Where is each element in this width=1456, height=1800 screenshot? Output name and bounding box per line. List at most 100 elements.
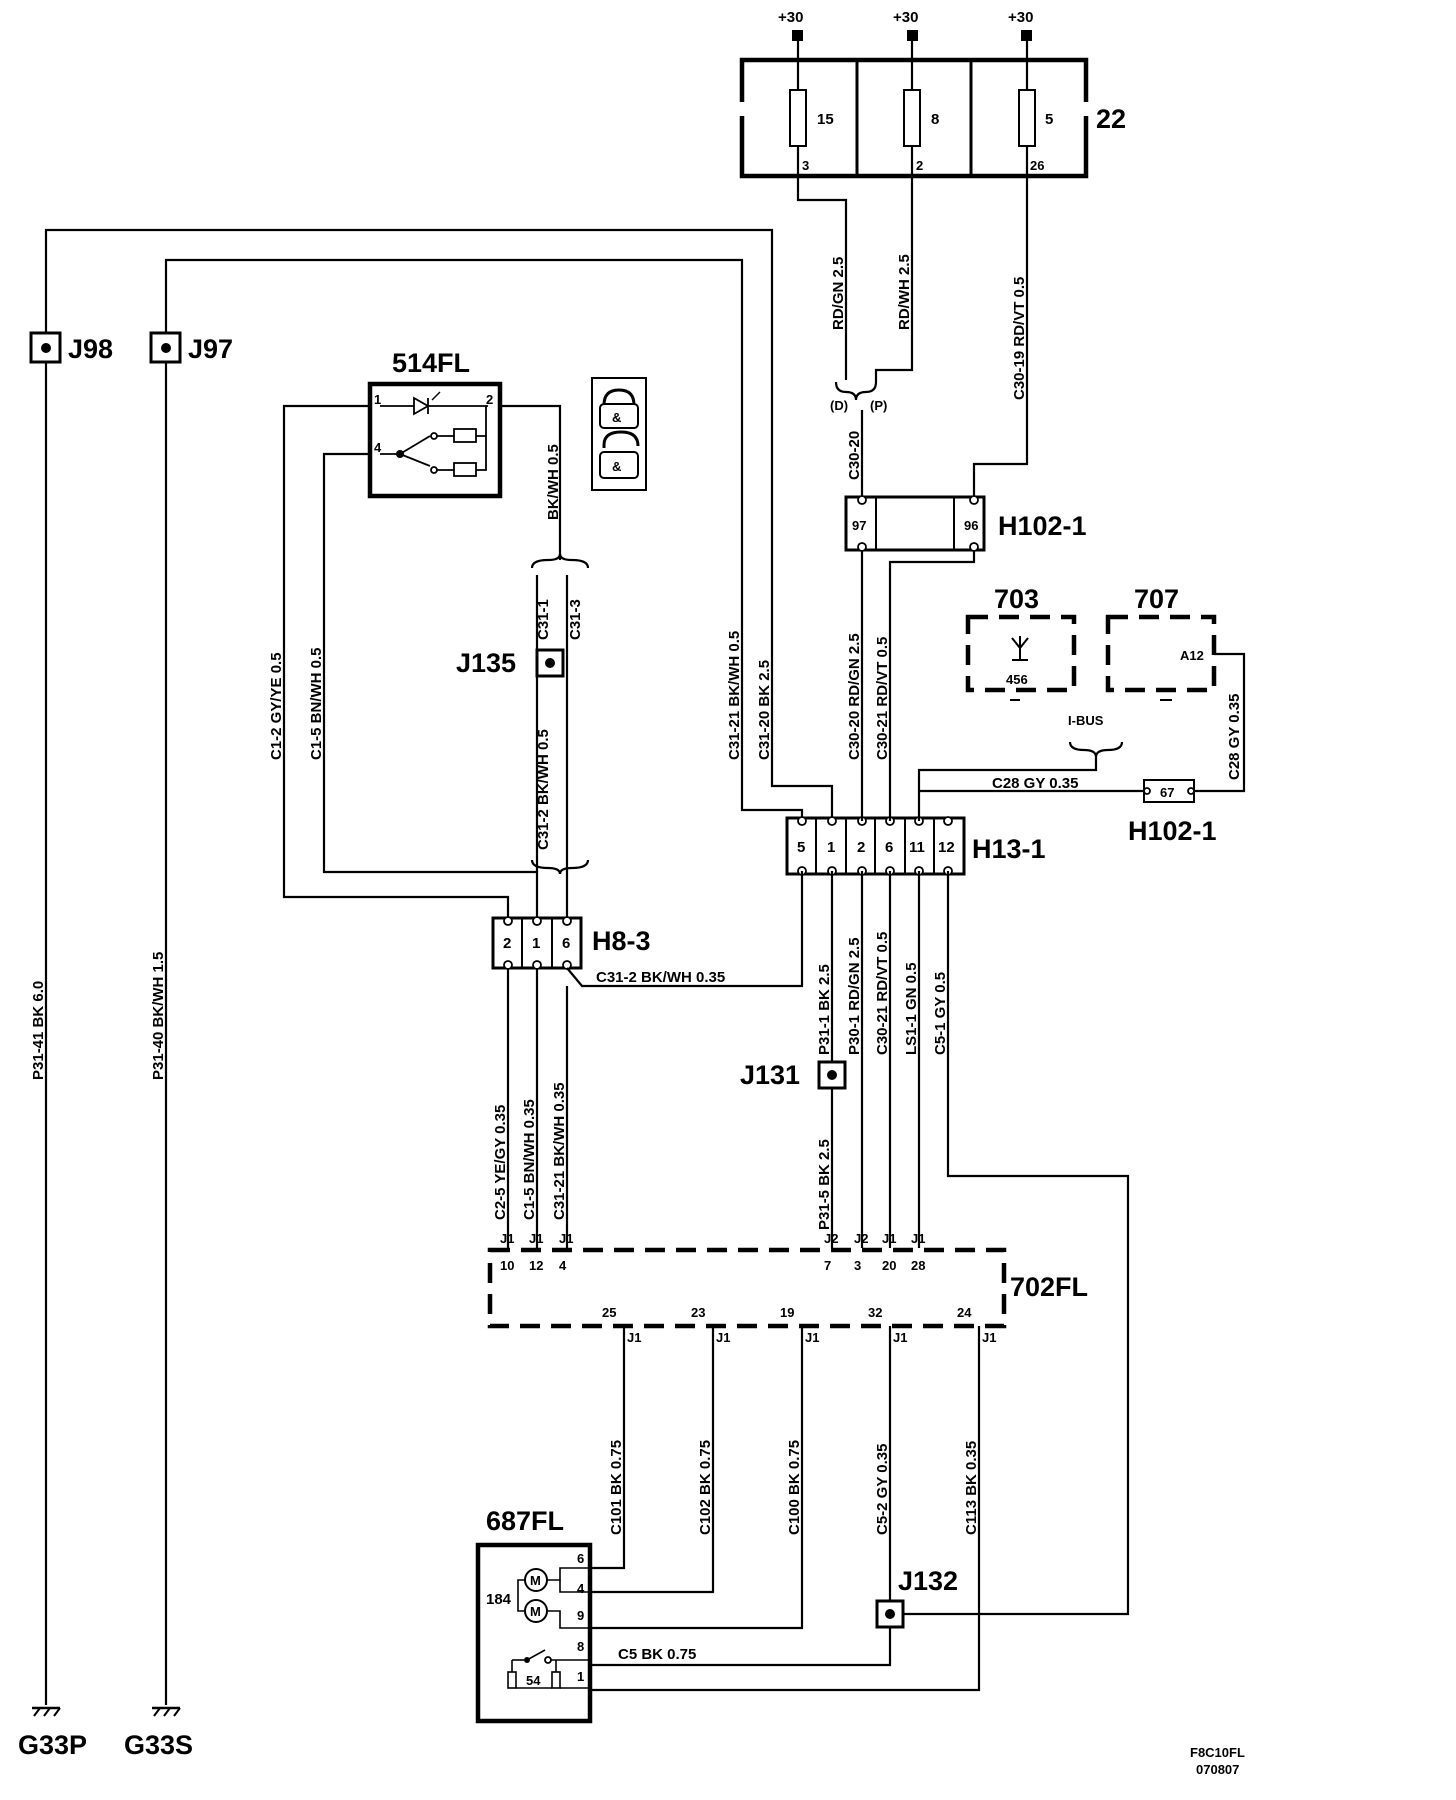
wire-p31-1: P31-1 BK 2.5	[816, 964, 833, 1055]
switch-pin-2: 2	[486, 392, 493, 407]
wire-c31-2-h: C31-2 BK/WH 0.35	[596, 969, 725, 986]
ecu-top-conn: J1	[911, 1231, 925, 1246]
wire-p31-5: P31-5 BK 2.5	[816, 1139, 833, 1230]
wire-c30-21-low: C30-21 RD/VT 0.5	[874, 932, 891, 1055]
motor-ref-184: 184	[486, 1591, 512, 1608]
wire-c2-5: C2-5 YE/GY 0.35	[492, 1105, 509, 1220]
wire-bkwh-top: BK/WH 0.5	[545, 444, 562, 520]
ecu-top-pin: 20	[882, 1258, 896, 1273]
wire-c31-1: C31-1	[535, 599, 552, 640]
module-703-id: 703	[994, 584, 1039, 614]
h13-pin-1: 1	[827, 839, 835, 856]
motor-pin-8: 8	[577, 1639, 584, 1654]
lock-icon-group: & &	[591, 377, 647, 491]
ecu-top-pin: 28	[911, 1258, 925, 1273]
fuse-output-wires: RD/GN 2.5 RD/WH 2.5 C30-19 RD/VT 0.5 C30…	[796, 176, 1029, 497]
drawing-code: F8C10FL	[1190, 1745, 1245, 1760]
module-707-id: 707	[1134, 584, 1179, 614]
svg-text:&: &	[612, 410, 621, 425]
wire-c30-20-a: C30-20	[846, 431, 863, 480]
ecu-top-conn: J1	[529, 1231, 543, 1246]
splice-j98-label: J98	[68, 334, 113, 364]
motor-wires: C101 BK 0.75 C102 BK 0.75 C100 BK 0.75 C…	[590, 1326, 981, 1692]
drawing-date: 070807	[1196, 1762, 1239, 1777]
h13-1-label: H13-1	[972, 834, 1046, 864]
wire-c5-2: C5-2 GY 0.35	[874, 1444, 891, 1535]
wire-c102: C102 BK 0.75	[697, 1440, 714, 1535]
splice-j135-label: J135	[456, 648, 516, 678]
wire-c1-5-top: C1-5 BN/WH 0.5	[308, 647, 325, 760]
wire-rd-wh: RD/WH 2.5	[896, 254, 913, 330]
module-707: 707 A12	[1105, 584, 1217, 701]
ecu-top-pin: 4	[559, 1258, 567, 1273]
ecu-bottom-pin: 23	[691, 1305, 705, 1320]
fuse-out-3: 3	[802, 158, 809, 173]
motor-icon-1: M	[524, 1568, 548, 1592]
ecu-bottom-pin: 19	[780, 1305, 794, 1320]
wire-c30-21: C30-21 RD/VT 0.5	[874, 637, 891, 760]
svg-text:M: M	[530, 1604, 541, 1619]
h8-3-label: H8-3	[592, 926, 651, 956]
ground-g33s-label: G33S	[124, 1730, 193, 1760]
motor-pin-9: 9	[577, 1608, 584, 1623]
supply-label-1: +30	[778, 9, 803, 26]
wire-p31-41: P31-41 BK 6.0	[30, 981, 47, 1080]
module-707-pin: A12	[1180, 648, 1204, 663]
motor-pin-1: 1	[577, 1669, 584, 1684]
ecu-bottom-conn: J1	[716, 1330, 730, 1345]
module-703-pin: 456	[1006, 672, 1028, 687]
motor-pin-4: 4	[577, 1581, 585, 1596]
splice-j97-label: J97	[188, 334, 233, 364]
splice-d-tag: (D)	[830, 398, 848, 413]
ecu-bottom-pin: 24	[957, 1305, 972, 1320]
supply-label-2: +30	[893, 9, 918, 26]
h102-to-h13-wires: C30-20 RD/GN 2.5 C30-21 RD/VT 0.5 C31-21…	[726, 550, 976, 821]
ecu-bottom-pin: 25	[602, 1305, 616, 1320]
fuse-5-label: 5	[1045, 111, 1053, 128]
wire-c113: C113 BK 0.35	[963, 1441, 980, 1535]
connector-h8-3: 2 1 6 H8-3	[491, 916, 651, 970]
motor-687fl-id: 687FL	[486, 1506, 564, 1536]
ecu-top-conn: J1	[882, 1231, 896, 1246]
fuse-out-26: 26	[1030, 158, 1044, 173]
fusebox-id: 22	[1096, 104, 1126, 134]
h13-pin-2: 2	[857, 839, 865, 856]
h13-pin-12: 12	[938, 839, 955, 856]
ecu-top-conn: J2	[824, 1231, 838, 1246]
wire-c31-21-low: C31-21 BK/WH 0.35	[551, 1082, 568, 1220]
ecu-top-pin: 12	[529, 1258, 543, 1273]
h102-pin-96: 96	[964, 518, 978, 533]
lock-icon: &	[599, 388, 639, 429]
switch-pin-4: 4	[374, 440, 382, 455]
limit-switch-icon: 54	[507, 1649, 588, 1689]
wire-c101: C101 BK 0.75	[608, 1440, 625, 1535]
wire-p30-1: P30-1 RD/GN 2.5	[846, 937, 863, 1055]
h102-pin-67: 67	[1160, 785, 1174, 800]
ecu-top-conn: J2	[854, 1231, 868, 1246]
wire-c5-h: C5 BK 0.75	[618, 1646, 696, 1663]
ground-wires: J98 J97 P31-41 BK 6.0 P31-40 BK/WH 1.5 G…	[18, 228, 834, 1760]
h102-1-lower-label: H102-1	[1128, 816, 1217, 846]
module-703: 703 456	[965, 584, 1077, 701]
ecu-bottom-conn: J1	[893, 1330, 907, 1345]
splice-p-tag: (P)	[870, 398, 887, 413]
wire-p31-40: P31-40 BK/WH 1.5	[150, 952, 167, 1080]
svg-text:M: M	[530, 1573, 541, 1588]
h8-pin-1: 1	[532, 935, 540, 952]
switch-pin-1: 1	[374, 392, 381, 407]
limit-switch-ref: 54	[526, 1673, 541, 1688]
ibus-label: I-BUS	[1068, 713, 1104, 728]
fusebox-22: +30 +30 +30 15 8 5 3 2 26 22	[739, 9, 1126, 179]
wire-c31-20: C31-20 BK 2.5	[756, 660, 773, 760]
motor-icon-2: M	[524, 1599, 548, 1623]
h13-pin-5: 5	[797, 839, 805, 856]
ecu-top-pin: 7	[824, 1258, 831, 1273]
h8-pin-2: 2	[503, 935, 511, 952]
ecu-bottom-conn: J1	[982, 1330, 996, 1345]
switch-514fl-id: 514FL	[392, 348, 470, 378]
wire-c31-2-vert: C31-2 BK/WH 0.5	[535, 729, 552, 850]
svg-text:&: &	[612, 459, 621, 474]
